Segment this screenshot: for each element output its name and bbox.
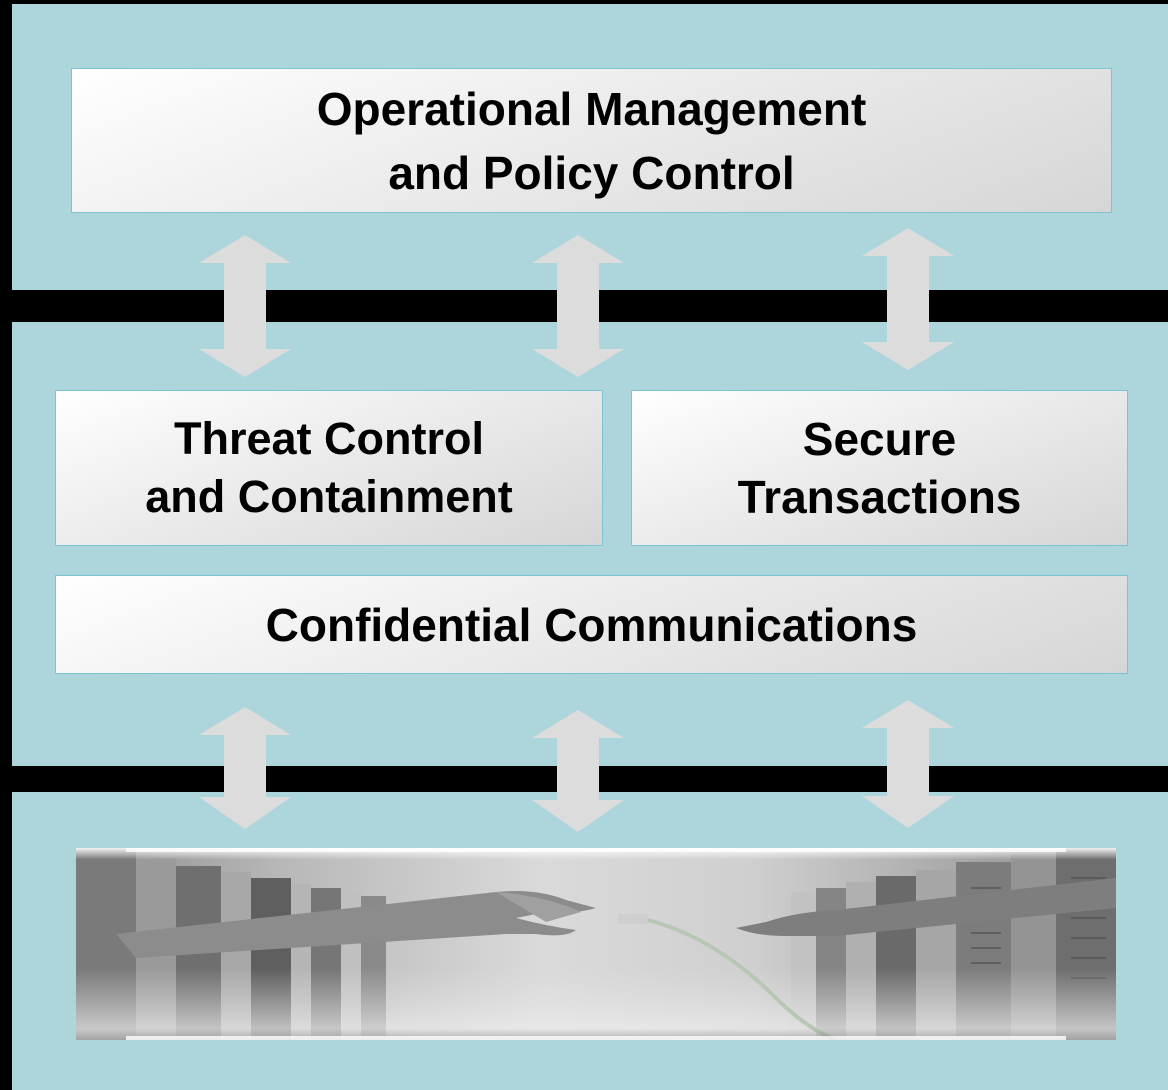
operational-line-1: Operational Management bbox=[316, 82, 867, 135]
double-arrow-icon bbox=[199, 235, 291, 377]
operational-line-2: and Policy Control bbox=[388, 146, 795, 199]
threat-line-2: and Containment bbox=[145, 471, 513, 522]
confidential-communications-box: Confidential Communications bbox=[55, 575, 1128, 674]
double-arrow-icon bbox=[862, 700, 954, 842]
confidential-label: Confidential Communications bbox=[265, 598, 918, 651]
secure-line-1: Secure bbox=[802, 413, 957, 465]
double-arrow-icon bbox=[862, 228, 954, 370]
secure-transactions-box: Secure Transactions bbox=[631, 390, 1128, 546]
hands-network-cable-photo bbox=[76, 848, 1116, 1040]
double-arrow-icon bbox=[532, 710, 624, 852]
secure-line-2: Transactions bbox=[737, 471, 1022, 523]
operational-management-box: Operational Management and Policy Contro… bbox=[71, 68, 1112, 213]
threat-control-box: Threat Control and Containment bbox=[55, 390, 603, 546]
double-arrow-icon bbox=[532, 235, 624, 377]
double-arrow-icon bbox=[199, 707, 291, 849]
threat-line-1: Threat Control bbox=[174, 413, 484, 464]
